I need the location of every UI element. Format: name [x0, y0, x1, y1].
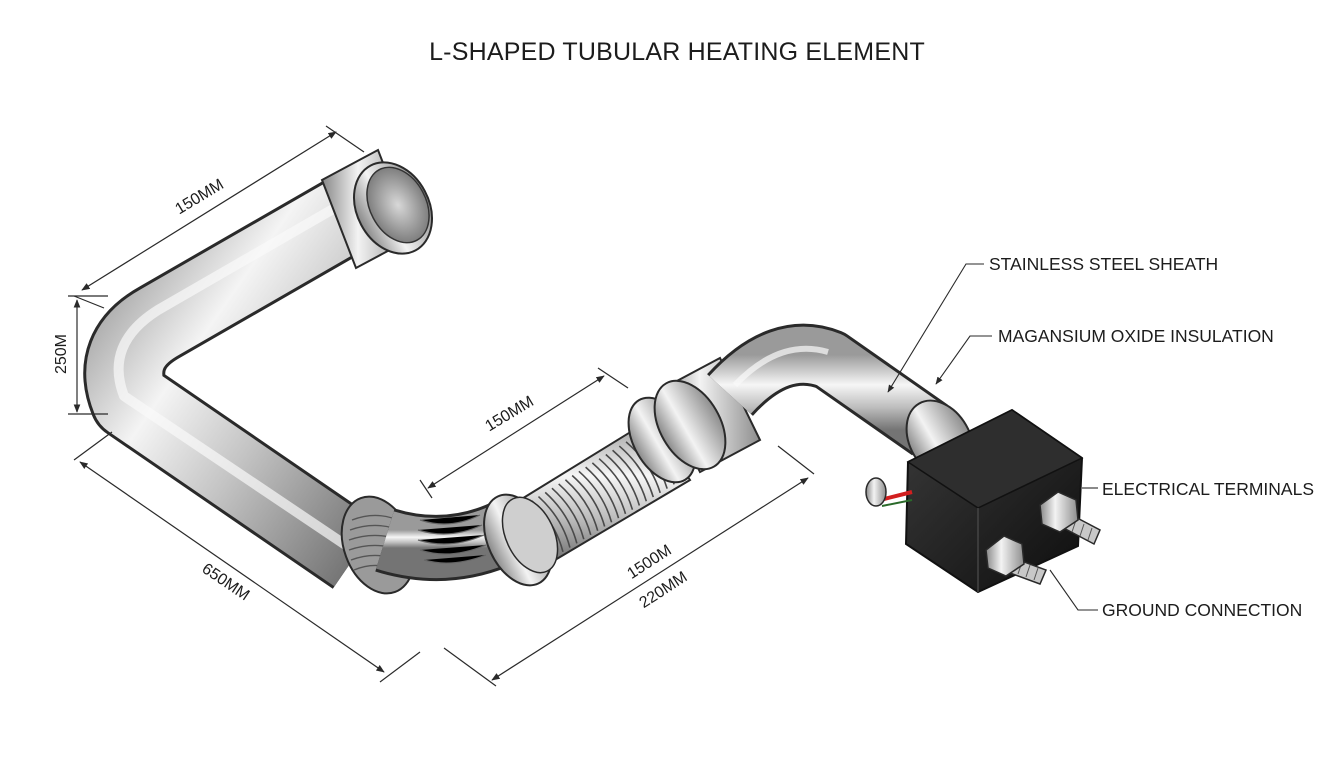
- coil-texture: [417, 514, 487, 564]
- right-elbow-tube: [707, 323, 948, 456]
- diagram-title: L-SHAPED TUBULAR HEATING ELEMENT: [429, 38, 925, 66]
- top-flange: [320, 148, 433, 270]
- callout-leaders: [887, 263, 1098, 611]
- callout-terminals: ELECTRICAL TERMINALS: [1102, 479, 1314, 499]
- bellows-collars: [627, 356, 762, 484]
- callout-insulation: MAGANSIUM OXIDE INSULATION: [998, 326, 1274, 346]
- callout-ground: GROUND CONNECTION: [1102, 600, 1303, 620]
- terminal-wires: [865, 477, 913, 507]
- terminal-block: [904, 408, 1084, 594]
- terminal-stud-upper: [1039, 491, 1101, 546]
- dimension-lines: [68, 125, 815, 687]
- left-l-tube: [83, 164, 393, 589]
- terminal-stud-lower: [985, 535, 1048, 585]
- dim-middle-length: 150MM: [482, 393, 536, 435]
- dim-top-length: 150MM: [172, 176, 226, 218]
- dim-diagonal-length: 650MM: [199, 560, 253, 604]
- dim-vertical-height: 250M: [53, 334, 70, 374]
- dim-lower-length-a: 1500M: [624, 542, 674, 583]
- callout-sheath: STAINLESS STEEL SHEATH: [989, 254, 1219, 274]
